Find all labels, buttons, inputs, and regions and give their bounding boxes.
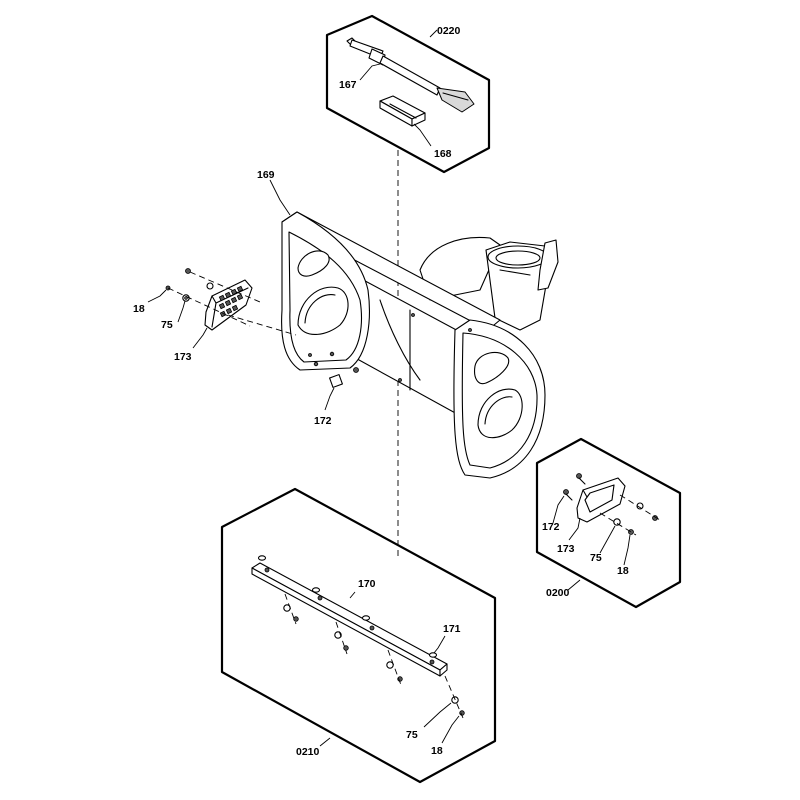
leader-0210 bbox=[319, 737, 331, 747]
leader-172-left bbox=[324, 387, 335, 411]
callout-0200: 0200 bbox=[546, 587, 570, 599]
callout-172-left: 172 bbox=[314, 415, 332, 427]
callout-0220: 0220 bbox=[437, 25, 461, 37]
bar-washers-nuts bbox=[283, 593, 465, 719]
leader-18-right bbox=[623, 534, 631, 566]
callout-75-right: 75 bbox=[590, 552, 602, 564]
leader-75-right bbox=[599, 525, 616, 554]
leader-173-left bbox=[192, 327, 208, 349]
leader-75-bottom bbox=[423, 702, 452, 728]
leader-170 bbox=[349, 591, 356, 599]
left-skid-group: 18 75 173 172 bbox=[133, 268, 335, 427]
kit-0220-box bbox=[325, 14, 491, 174]
callout-75-left: 75 bbox=[161, 319, 173, 331]
leader-171 bbox=[433, 635, 446, 654]
part-169-auger-housing: 169 bbox=[257, 169, 559, 479]
leader-0220 bbox=[429, 29, 438, 38]
callout-0210: 0210 bbox=[296, 746, 320, 758]
leader-75-left bbox=[177, 300, 186, 323]
callout-173-right: 173 bbox=[557, 543, 575, 555]
part-167-drawing bbox=[346, 37, 475, 113]
leader-172-right bbox=[552, 495, 565, 524]
callout-169: 169 bbox=[257, 169, 275, 181]
kit-0220-group: 0220 167 168 bbox=[325, 14, 491, 174]
part-170-scraper-bar bbox=[251, 562, 448, 671]
leader-168 bbox=[413, 123, 432, 147]
callout-18-right: 18 bbox=[617, 565, 629, 577]
callout-171: 171 bbox=[443, 623, 461, 635]
callout-18-bottom: 18 bbox=[431, 745, 443, 757]
part-168-drawing bbox=[379, 95, 426, 127]
kit-0210-box bbox=[220, 487, 497, 784]
callout-170: 170 bbox=[358, 578, 376, 590]
leader-169 bbox=[269, 179, 291, 216]
bar-bolts bbox=[257, 555, 438, 665]
kit-0200-box bbox=[535, 437, 682, 609]
left-skid-grid bbox=[218, 285, 244, 318]
leader-18-left bbox=[147, 289, 167, 303]
leader-18-bottom bbox=[441, 715, 460, 744]
leader-167 bbox=[359, 63, 381, 81]
callout-18-left: 18 bbox=[133, 303, 145, 315]
callout-168: 168 bbox=[434, 148, 452, 160]
leader-0200 bbox=[567, 579, 581, 591]
callout-172-right: 172 bbox=[542, 521, 560, 533]
callout-173-left: 173 bbox=[174, 351, 192, 363]
leader-173-right bbox=[568, 517, 581, 541]
callout-167: 167 bbox=[339, 79, 357, 91]
callout-75-bottom: 75 bbox=[406, 729, 418, 741]
kit-0210-group: 170 171 75 18 0210 bbox=[220, 487, 497, 784]
kit-0200-group: 172 173 75 18 0200 bbox=[535, 437, 682, 609]
